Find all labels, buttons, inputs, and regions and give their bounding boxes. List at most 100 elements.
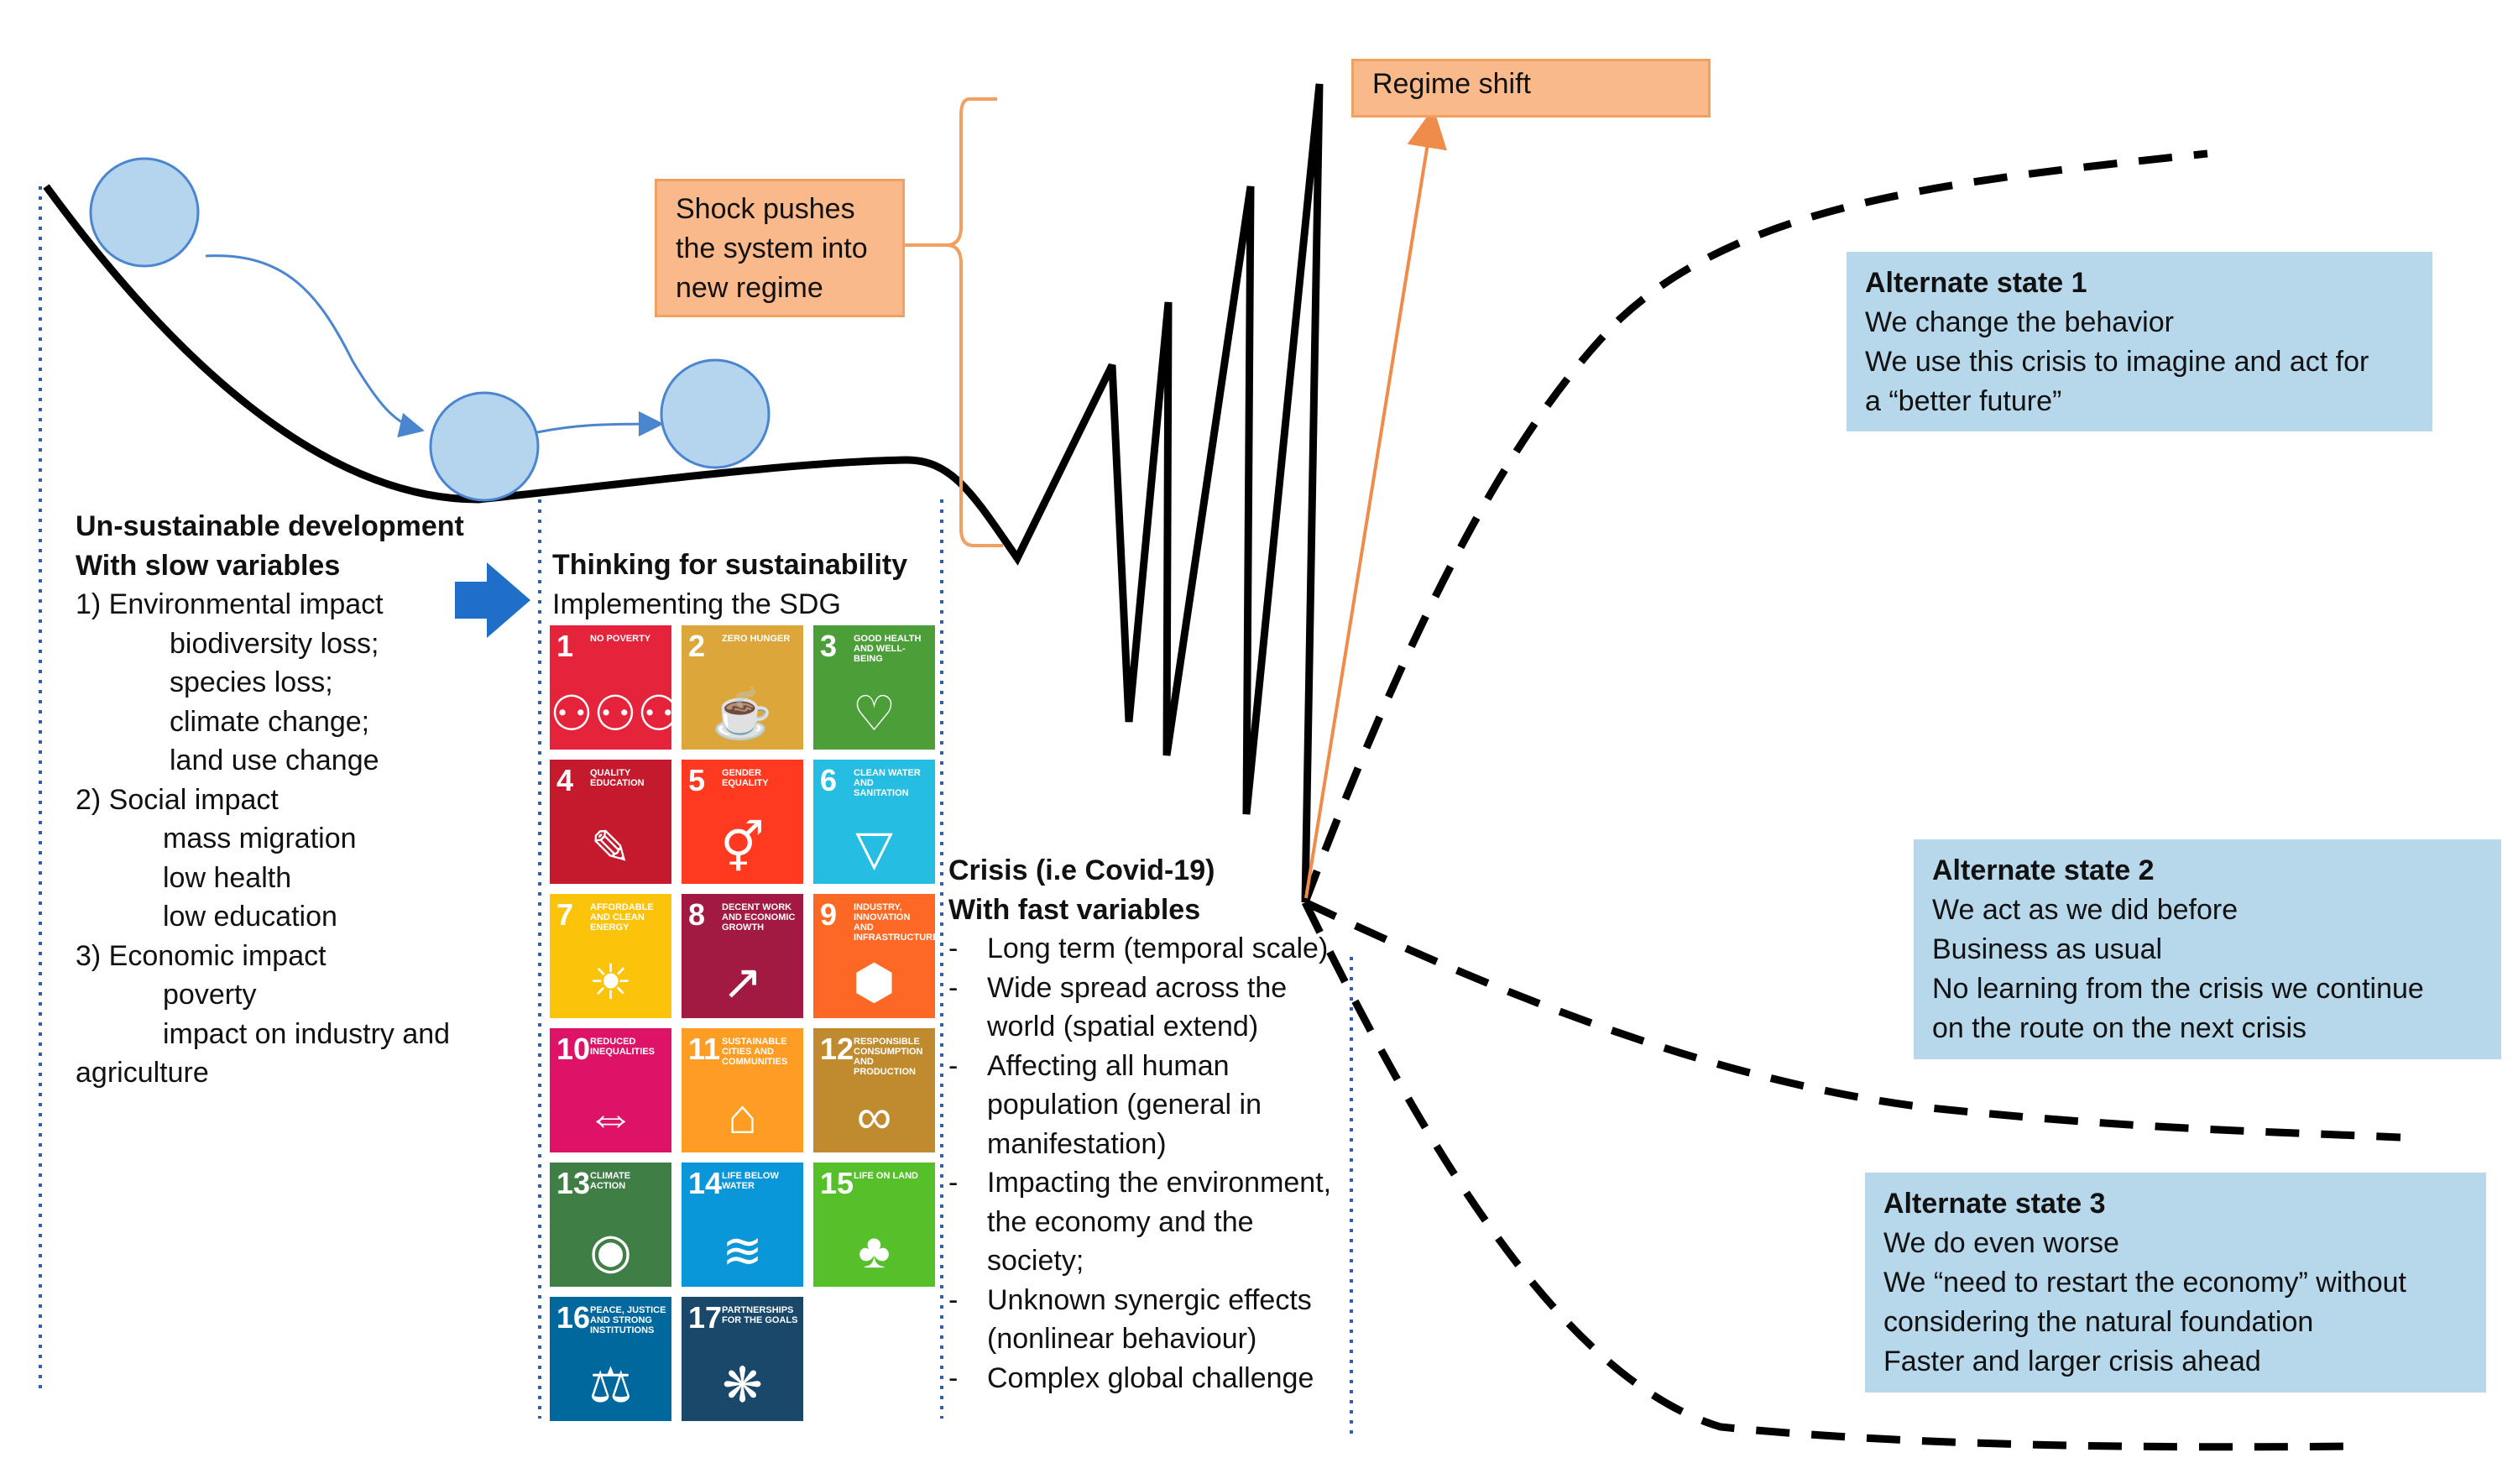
ball-2 xyxy=(429,391,540,502)
alt-state-3-line: considering the natural foundation xyxy=(1883,1306,2314,1338)
sdg-tile-2: 2Zero hunger☕ xyxy=(682,625,803,750)
social-item: low education xyxy=(163,901,337,933)
sdg-label: Climate action xyxy=(590,1171,631,1191)
sdg-grid: 1No poverty⚇⚇⚇2Zero hunger☕3Good health … xyxy=(550,625,936,1421)
sdg-tile-4: 4Quality education✎ xyxy=(550,760,671,884)
ball-arrow-1 xyxy=(205,254,425,438)
sdg-number: 11 xyxy=(688,1032,721,1066)
env-heading: 1) Environmental impact xyxy=(76,588,384,620)
sdg-number: 1 xyxy=(556,629,574,663)
sdg-tile-17: 17Partnerships for the goals❋ xyxy=(682,1297,803,1421)
sustainability-subtitle: Implementing the SDG xyxy=(552,588,841,620)
sdg-label: Decent work and economic growth xyxy=(722,902,796,933)
crisis-item: Complex global challenge xyxy=(948,1359,1351,1398)
sdg-label: Gender equality xyxy=(722,768,769,788)
econ-heading: 3) Economic impact xyxy=(76,939,327,972)
sustainability-title: Thinking for sustainability xyxy=(552,549,908,581)
alt-state-3-line: We do even worse xyxy=(1883,1227,2119,1259)
alt-state-3-box: Alternate state 3 We do even worse We “n… xyxy=(1865,1173,2486,1393)
sdg-goal-icon: ♣ xyxy=(858,1224,891,1278)
sdg-goal-icon: ⚖ xyxy=(588,1358,633,1413)
sdg-label: Reduced inequalities xyxy=(590,1037,656,1057)
alt-state-1-line: We change the behavior xyxy=(1865,306,2174,338)
alt-state-2-box: Alternate state 2 We act as we did befor… xyxy=(1914,839,2501,1059)
sdg-tile-13: 13Climate action ◉ xyxy=(550,1163,671,1287)
ball-3 xyxy=(660,358,771,469)
shock-line-1: Shock pushes xyxy=(676,193,855,225)
crisis-title: Crisis (i.e Covid-19) xyxy=(948,854,1215,886)
sdg-number: 16 xyxy=(556,1300,591,1335)
crisis-block: Crisis (i.e Covid-19) With fast variable… xyxy=(948,851,1351,1398)
shock-line-3: new regime xyxy=(676,272,823,304)
sdg-goal-icon: ☕ xyxy=(712,687,773,741)
landscape-curve xyxy=(43,83,1324,903)
sdg-number: 7 xyxy=(556,897,574,932)
left-subtitle: With slow variables xyxy=(76,549,341,582)
sdg-number: 12 xyxy=(820,1032,854,1066)
sdg-tile-8: 8 Decent work and economic growth ↗ xyxy=(682,894,803,1018)
crisis-item: Long term (temporal scale) xyxy=(948,929,1351,969)
econ-item: poverty xyxy=(163,979,257,1011)
trajectory-alt2 xyxy=(1303,898,2401,1142)
alt-state-1-box: Alternate state 1 We change the behavior… xyxy=(1847,252,2432,431)
alt-state-2-line: Business as usual xyxy=(1932,933,2163,965)
alt-state-3-title: Alternate state 3 xyxy=(1883,1188,2106,1220)
crisis-subtitle: With fast variables xyxy=(948,893,1201,926)
sdg-label: Zero hunger xyxy=(722,634,791,644)
sdg-label: No poverty xyxy=(590,634,651,644)
sdg-tile-6: 6Clean water and sanitation▽ xyxy=(813,760,935,884)
sdg-goal-icon: ❋ xyxy=(722,1358,763,1413)
alt-state-2-line: on the route on the next crisis xyxy=(1932,1012,2307,1044)
ball-1 xyxy=(89,157,200,268)
shock-box: Shock pushes the system into new regime xyxy=(655,179,905,317)
alt-state-2-line: No learning from the crisis we continue xyxy=(1932,973,2424,1005)
sdg-goal-icon: ↗ xyxy=(722,955,763,1010)
sdg-label: Good health and well-being xyxy=(854,634,922,664)
ball-arrow-2 xyxy=(536,411,664,437)
sdg-number: 13 xyxy=(556,1166,591,1200)
env-item: species loss; xyxy=(170,666,333,698)
sdg-label: Sustainable cities and communities xyxy=(722,1037,788,1067)
shock-line-2: the system into xyxy=(676,233,868,264)
regime-shift-arrow xyxy=(1304,107,1447,899)
sdg-number: 15 xyxy=(820,1166,854,1200)
sdg-number: 8 xyxy=(688,897,706,932)
left-title: Un-sustainable development xyxy=(76,510,464,542)
sdg-label: Industry, innovation and infrastructure xyxy=(854,902,935,943)
regime-shift-text: Regime shift xyxy=(1372,68,1531,100)
alt-state-1-line: a “better future” xyxy=(1865,385,2062,417)
social-item: low health xyxy=(163,861,292,894)
sdg-goal-icon: ▽ xyxy=(855,821,893,875)
regime-shift-label: Regime shift xyxy=(1351,59,1711,118)
sdg-number: 9 xyxy=(820,897,838,932)
trajectory-alt1 xyxy=(1301,149,2208,904)
sdg-number: 5 xyxy=(688,763,706,797)
left-column: Un-sustainable development With slow var… xyxy=(76,507,464,1093)
crisis-list: Long term (temporal scale) Wide spread a… xyxy=(948,929,1351,1398)
sdg-label: Affordable and clean energy xyxy=(590,902,654,933)
sdg-label: Peace, justice and strong institutions xyxy=(590,1305,666,1335)
sdg-label: Life below water xyxy=(722,1171,779,1191)
env-item: climate change; xyxy=(170,705,370,738)
sdg-goal-icon: ◉ xyxy=(589,1224,632,1278)
sdg-tile-7: 7 Affordable and clean energy ☀ xyxy=(550,894,671,1018)
big-blue-arrow xyxy=(455,562,530,638)
env-item: land use change xyxy=(170,745,379,776)
alt-state-2-title: Alternate state 2 xyxy=(1932,854,2155,886)
sdg-goal-icon: ✎ xyxy=(590,821,631,875)
social-item: mass migration xyxy=(163,823,357,854)
alt-state-1-line: We use this crisis to imagine and act fo… xyxy=(1865,346,2369,378)
sdg-goal-icon: ☀ xyxy=(588,955,633,1010)
sdg-number: 6 xyxy=(820,763,838,797)
sustainability-heading: Thinking for sustainability Implementing… xyxy=(552,546,907,624)
sdg-tile-9: 9 Industry, innovation and infrastructure… xyxy=(813,894,935,1018)
sdg-label: Quality education xyxy=(590,768,645,788)
sdg-number: 3 xyxy=(820,629,838,663)
sdg-goal-icon: ⇔ xyxy=(586,1089,635,1144)
social-heading: 2) Social impact xyxy=(76,783,279,816)
sdg-tile-11: 11Sustainable cities and communities⌂ xyxy=(682,1028,803,1152)
sdg-tile-15: 15Life on land♣ xyxy=(813,1163,935,1287)
sdg-number: 17 xyxy=(688,1300,723,1335)
sdg-number: 10 xyxy=(556,1032,591,1066)
